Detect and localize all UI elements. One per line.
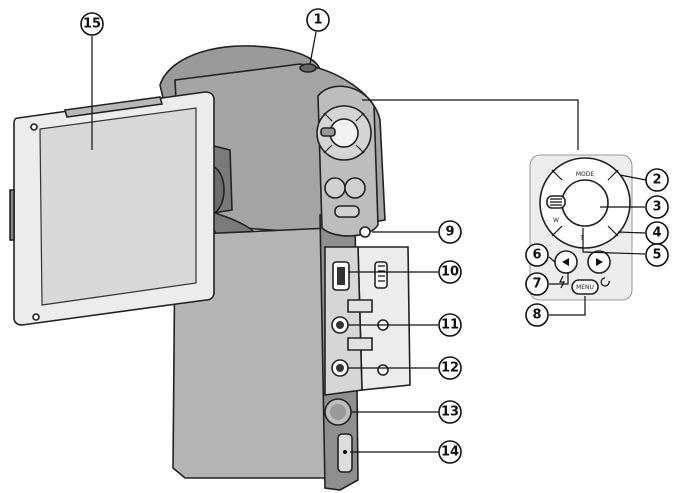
leader-5 [582,228,646,255]
lcd-corner-screw-bl [32,313,40,321]
callout-14: 14 [438,440,462,464]
callout-6-text: 6 [532,248,541,263]
callout-8: 8 [525,303,549,327]
inset-left-arrow-icon [562,258,569,266]
callout-2-text: 2 [652,173,661,188]
body-joystick-marks [323,112,365,154]
callout-14-text: 14 [441,445,459,460]
hdmi-door-ridges [378,265,385,282]
dc-jack-inner [336,364,344,372]
flash-icon [559,275,565,289]
callout-9-text: 9 [445,225,454,240]
body-zoom-lever [320,127,336,137]
lcd-screen [39,107,197,306]
callout-11: 11 [438,313,462,337]
callout-3: 3 [645,195,669,219]
leader-4 [617,231,646,234]
body-right-button [344,177,366,199]
timer-icon [600,277,610,287]
inset-zoom-lever-lines [550,198,562,206]
indicator-light [359,226,371,238]
callout-13: 13 [438,400,462,424]
camcorder-body [159,45,411,491]
callout-1: 1 [306,8,330,32]
callout-1-text: 1 [313,13,322,28]
callout-8-text: 8 [532,308,541,323]
callout-7: 7 [525,272,549,296]
inset-right-arrow-icon [596,258,603,266]
lcd-top-tab [63,96,164,118]
leader-8 [549,296,586,316]
lcd-side-grip [9,189,15,241]
inset-menu-label: MENU [576,284,594,291]
inset-tele-label: T [579,235,584,242]
callout-6: 6 [525,243,549,267]
strap-button-inner [330,404,346,420]
inset-connector-line [362,99,579,150]
leader-6 [548,256,556,263]
body-menu-button [334,205,360,218]
leader-2 [619,174,647,181]
callout-13-text: 13 [441,405,459,420]
inset-wide-label: W [553,217,559,224]
callout-15: 15 [80,12,104,36]
lcd-panel [9,91,233,326]
card-slot-dot [343,450,347,454]
av-jack-inner [336,321,344,329]
door-hinge [347,299,373,351]
callout-4: 4 [645,221,669,245]
callout-5-text: 5 [652,248,661,263]
control-inset: MODE W T MENU [362,99,633,301]
inset-menu-button [571,279,599,295]
body-left-button [324,177,346,199]
callout-2: 2 [645,168,669,192]
callout-7-text: 7 [532,277,541,292]
callout-11-text: 11 [441,318,459,333]
dc-door-plug [377,364,389,376]
callout-10-text: 10 [441,265,459,280]
callout-9: 9 [438,220,462,244]
callout-3-text: 3 [652,200,661,215]
shutter-top [299,63,317,73]
leader-lines [91,31,647,453]
inset-mode-label: MODE [576,171,595,178]
hdmi-port-inner [337,267,345,285]
callout-4-text: 4 [652,226,661,241]
inset-joystick-button [561,179,609,227]
callout-15-text: 15 [83,17,101,32]
callouts: 1 2 3 4 5 6 7 8 9 10 11 12 13 14 15 [80,8,669,464]
callout-12: 12 [438,356,462,380]
leader-7 [549,272,569,285]
leader-1 [309,31,317,65]
inset-joystick-marks [551,169,619,237]
callout-12-text: 12 [441,361,459,376]
callout-10: 10 [438,260,462,284]
callout-5: 5 [645,243,669,267]
lcd-corner-screw-tl [30,123,38,131]
